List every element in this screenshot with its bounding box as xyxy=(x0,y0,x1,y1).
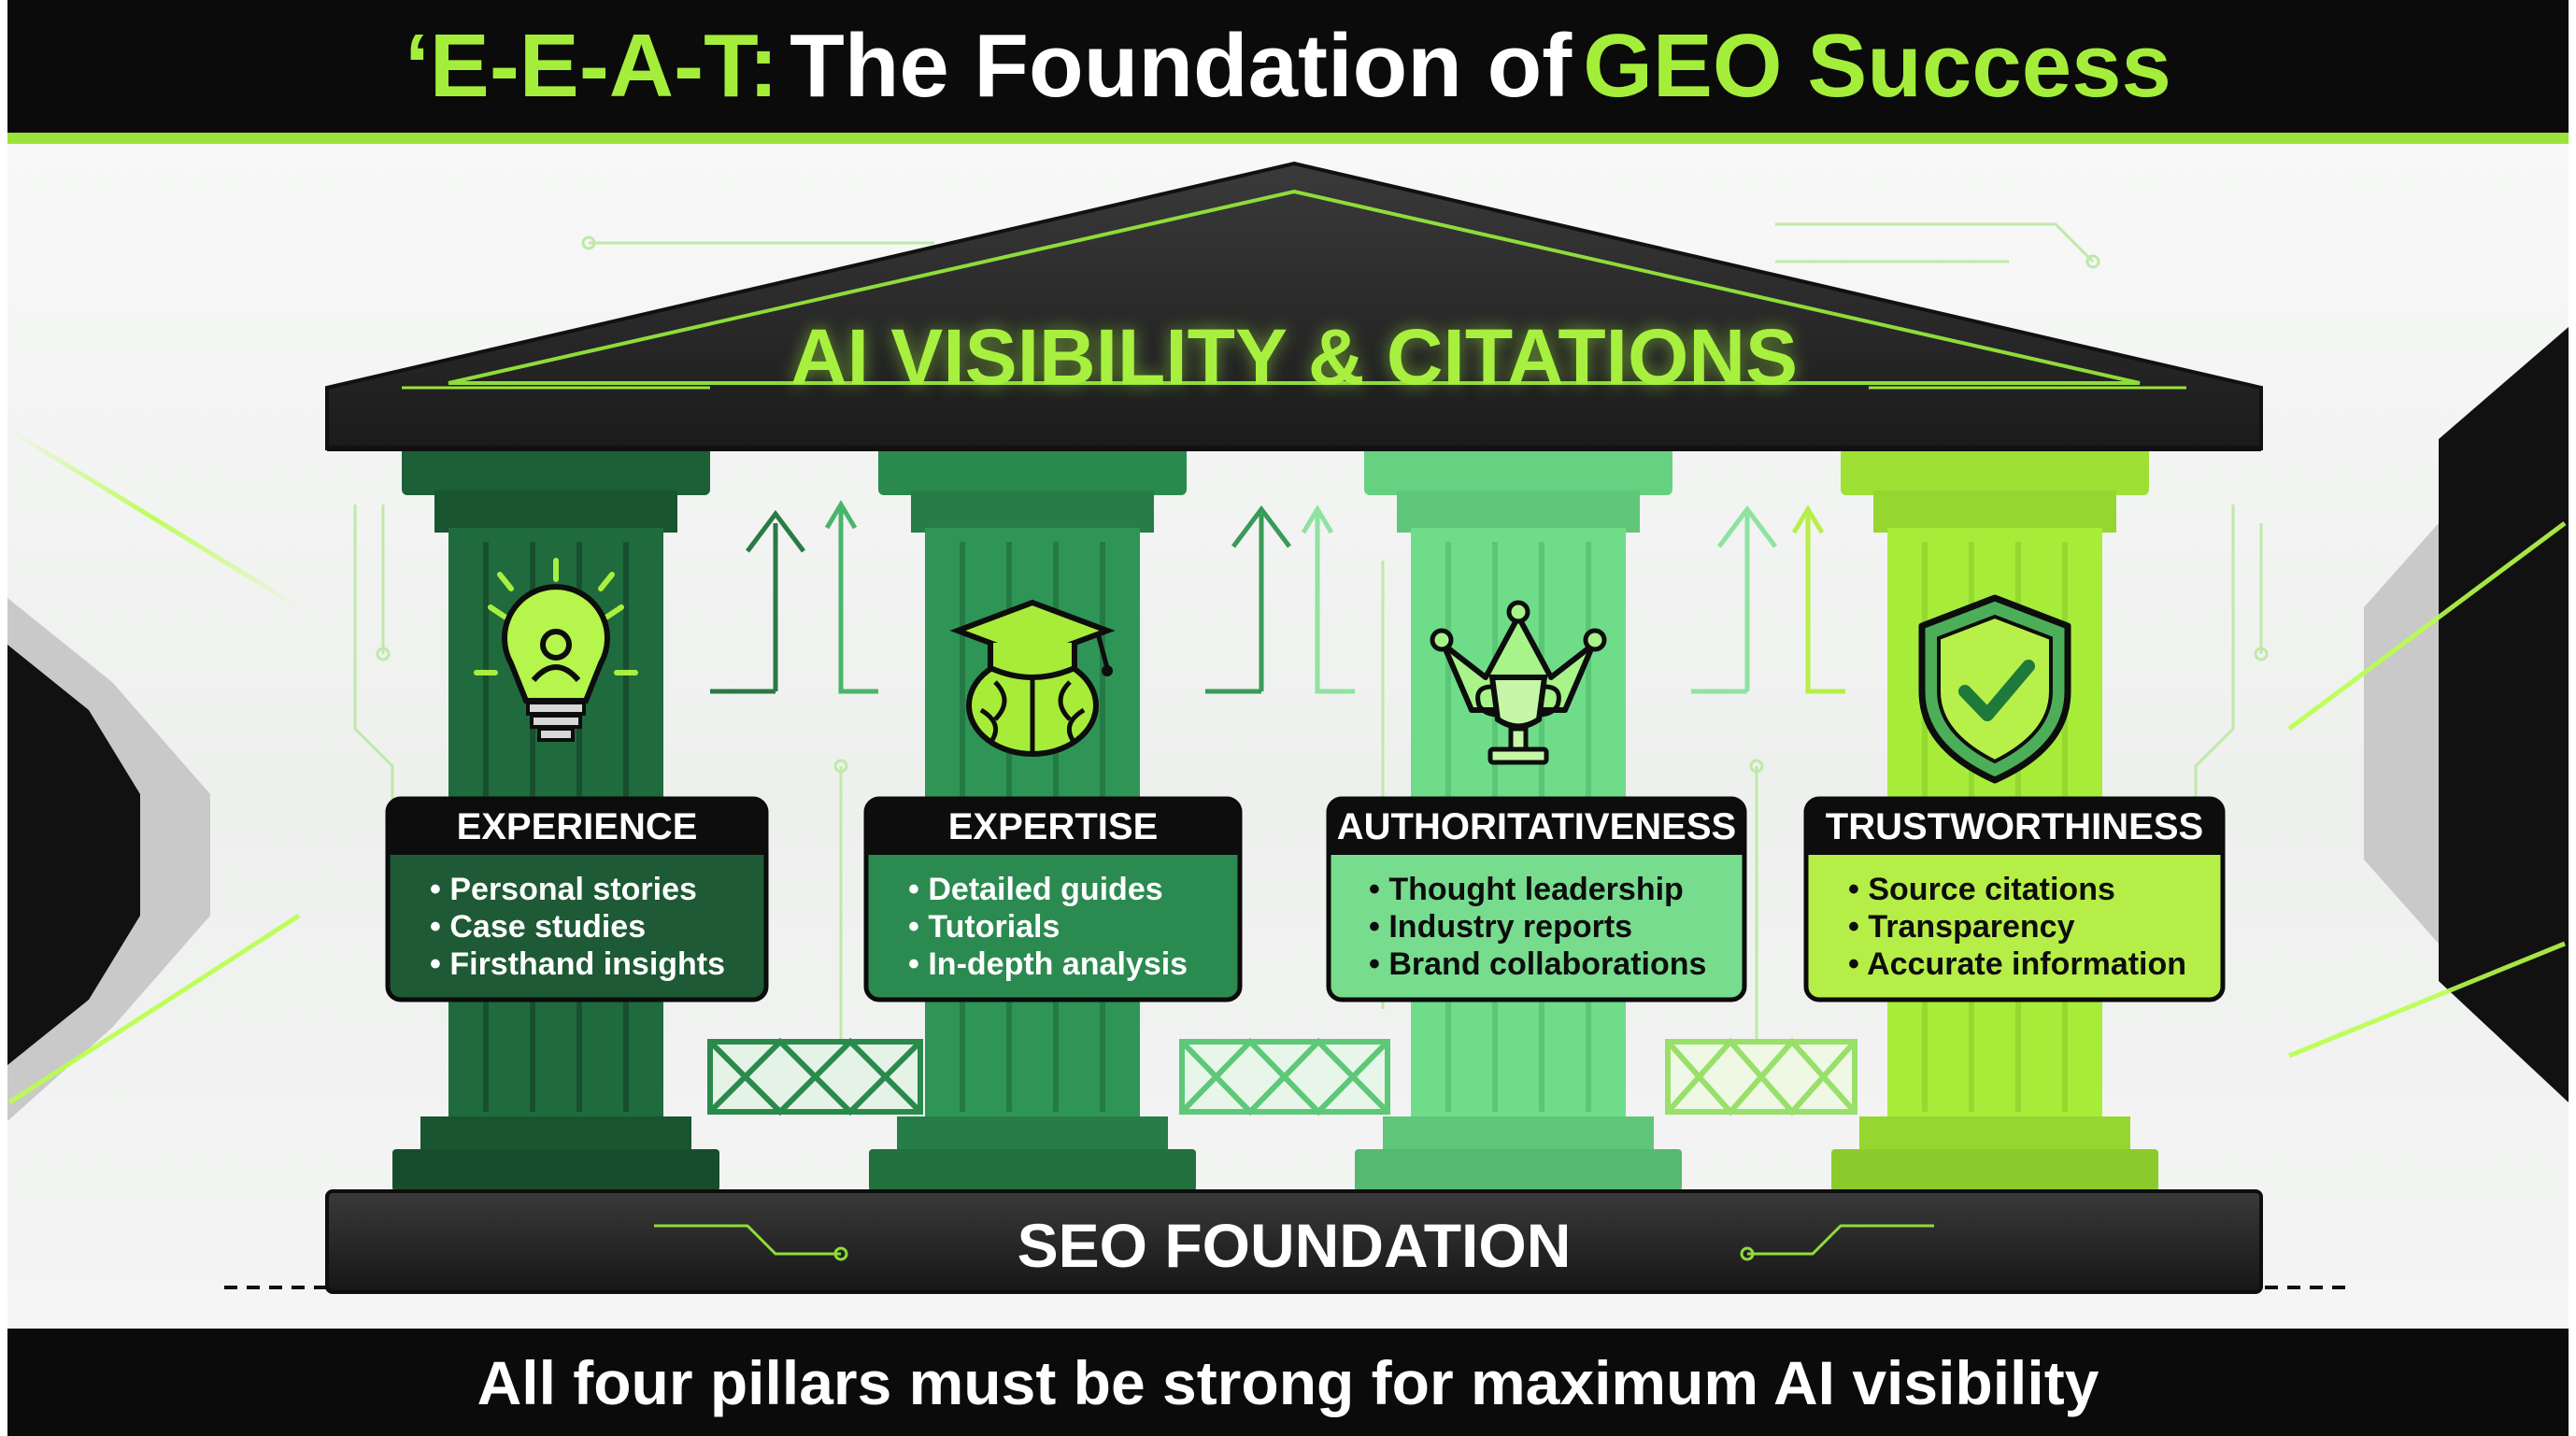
connector-arrows xyxy=(710,500,1845,694)
page-title: ‘E-E-A-T: The Foundation of GEO Success xyxy=(7,0,2569,133)
pillar-list-expertise: Detailed guides Tutorials In-depth analy… xyxy=(908,871,1188,983)
base-label: SEO FOUNDATION xyxy=(1017,1211,1572,1280)
list-item: Firsthand insights xyxy=(430,945,725,983)
list-item: Transparency xyxy=(1848,908,2186,945)
pillar-title-authoritativeness: AUTHORITATIVENESS xyxy=(1336,805,1737,847)
pillar-title-trustworthiness: TRUSTWORTHINESS xyxy=(1825,805,2204,847)
side-decor-left xyxy=(7,427,301,1121)
list-item: Source citations xyxy=(1848,871,2186,908)
list-item: Personal stories xyxy=(430,871,725,908)
temple-roof xyxy=(325,161,2263,451)
list-item: Case studies xyxy=(430,908,725,945)
title-prefix: ‘E-E-A-T: xyxy=(405,16,779,116)
roof-label: AI VISIBILITY & CITATIONS xyxy=(790,312,1799,401)
list-item: Industry reports xyxy=(1369,908,1706,945)
list-item: Thought leadership xyxy=(1369,871,1706,908)
temple-base xyxy=(224,1189,2355,1294)
pillar-list-trustworthiness: Source citations Transparency Accurate i… xyxy=(1848,871,2186,983)
shield-check-icon xyxy=(1918,594,2071,784)
title-suffix: GEO Success xyxy=(1583,16,2171,116)
pillar-title-experience: EXPERIENCE xyxy=(456,805,698,847)
lattice-connectors xyxy=(707,1037,1857,1116)
header-bar xyxy=(7,0,2569,133)
pillar-list-authoritativeness: Thought leadership Industry reports Bran… xyxy=(1369,871,1706,983)
lightbulb-person-icon xyxy=(474,558,638,742)
list-item: In-depth analysis xyxy=(908,945,1188,983)
list-item: Brand collaborations xyxy=(1369,945,1706,983)
list-item: Detailed guides xyxy=(908,871,1188,908)
crown-trophy-icon xyxy=(1430,600,1607,765)
footer-bar xyxy=(7,1329,2569,1436)
header-accent-line xyxy=(7,133,2569,144)
footer-text: All four pillars must be strong for maxi… xyxy=(477,1347,2099,1417)
title-middle: The Foundation of xyxy=(790,16,1573,116)
pillar-list-experience: Personal stories Case studies Firsthand … xyxy=(430,871,725,983)
side-decor-right xyxy=(2287,327,2569,1102)
pillar-title-expertise: EXPERTISE xyxy=(947,805,1159,847)
list-item: Accurate information xyxy=(1848,945,2186,983)
graduation-cap-brain-icon xyxy=(949,599,1116,757)
list-item: Tutorials xyxy=(908,908,1188,945)
